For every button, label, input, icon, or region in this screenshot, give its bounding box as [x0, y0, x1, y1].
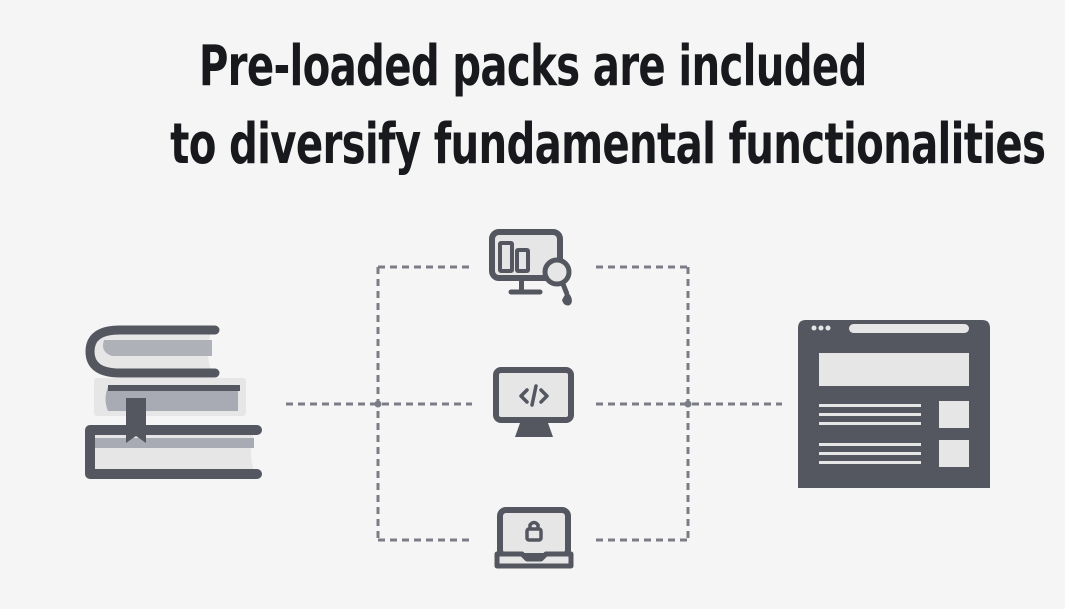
junction-left: [374, 400, 382, 408]
page-title: Pre-loaded packs are included to diversi…: [0, 28, 1065, 184]
laptop-lock-icon: [494, 507, 574, 569]
title-line-2: to diversify fundamental functionalities: [170, 112, 1046, 177]
browser-window-layout-icon: [798, 320, 990, 488]
books-stack-icon: [85, 325, 262, 479]
junction-right: [684, 400, 692, 408]
monitor-code-icon: [493, 367, 574, 437]
title-line-1: Pre-loaded packs are included: [198, 34, 868, 99]
monitor-analytics-search-icon: [489, 229, 572, 306]
